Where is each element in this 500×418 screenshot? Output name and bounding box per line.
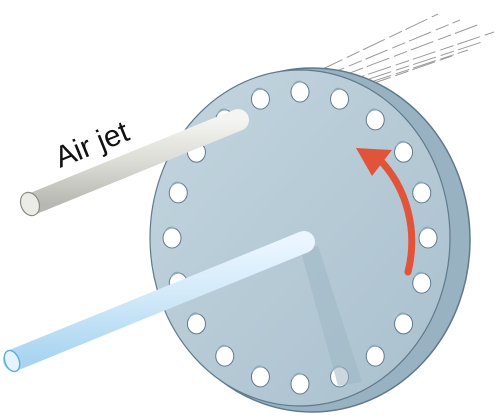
- disk-hole: [186, 312, 206, 335]
- disk-hole-shading: [216, 344, 229, 354]
- disk-hole-shading: [170, 181, 183, 190]
- rotation-arrow-head: [356, 148, 392, 176]
- disk-hole-shading: [395, 312, 408, 321]
- rotation-arrow: [374, 154, 416, 276]
- light-guide-tube: [3, 231, 315, 373]
- disk-hole-shading: [413, 181, 426, 190]
- disk-hole: [412, 271, 432, 294]
- disk-hole-shading: [216, 108, 229, 117]
- air-jet-tube-body: [21, 109, 249, 215]
- air-jet-tube: [19, 109, 249, 217]
- disk-hole-shading: [291, 80, 304, 89]
- disk-hole-shading: [252, 365, 265, 374]
- disk-hole-shading: [395, 140, 408, 150]
- light-guide-tube-end: [3, 349, 21, 373]
- disk-hole-shading: [367, 344, 380, 354]
- disk-hole-shading: [252, 87, 265, 97]
- disk-hole-shading: [413, 271, 426, 281]
- disk-hole: [394, 140, 414, 163]
- disk-hole-shading: [331, 87, 344, 97]
- curved-arrow-icon: [356, 148, 416, 276]
- disk-hole-shading: [170, 271, 183, 281]
- disk-hole: [250, 365, 270, 388]
- disk-hole-shading: [188, 312, 201, 321]
- disk-hole-shading: [419, 226, 432, 235]
- disk-hole: [168, 181, 188, 204]
- disk-hole: [215, 344, 235, 367]
- disk-hole: [394, 312, 414, 335]
- disk-hole: [365, 344, 385, 367]
- tube-shadow: [300, 246, 362, 386]
- disk-hole: [162, 226, 182, 249]
- disk-hole: [250, 87, 270, 110]
- disk-hole: [365, 108, 385, 131]
- disk-hole-shading: [291, 372, 304, 381]
- light-guide-tube-body: [3, 231, 315, 371]
- disk-hole: [290, 372, 310, 395]
- disk-hole: [412, 181, 432, 204]
- air-jet-tube-end: [19, 191, 41, 217]
- disk-hole: [418, 226, 438, 249]
- disk-hole-shading: [367, 108, 380, 117]
- disk-hole-shading: [163, 226, 176, 235]
- disk-hole: [290, 80, 310, 103]
- disk-hole: [330, 87, 350, 110]
